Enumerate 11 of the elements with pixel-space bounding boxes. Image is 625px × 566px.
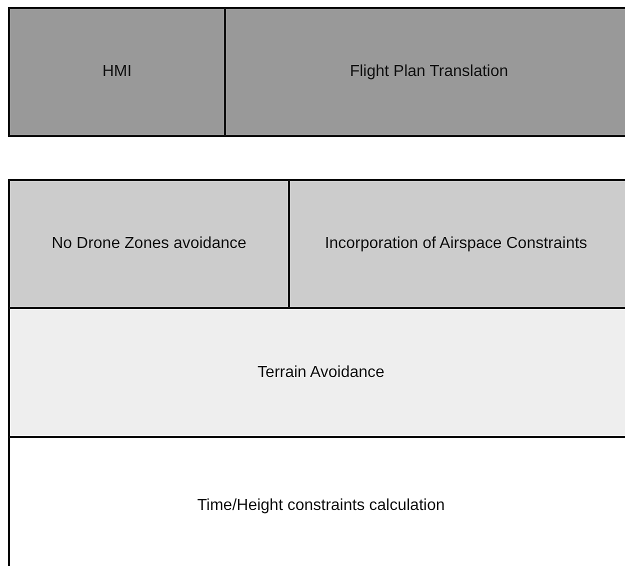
box-label: HMI xyxy=(102,63,132,81)
box-label: Incorporation of Airspace Constraints xyxy=(324,235,588,253)
process-box xyxy=(8,179,290,309)
process-box xyxy=(288,179,625,309)
process-box xyxy=(8,307,625,438)
box-label: Flight Plan Translation xyxy=(350,63,508,81)
box-label: Time/Height constraints calculation xyxy=(197,497,445,515)
box-label: No Drone Zones avoidance xyxy=(52,235,246,253)
process-box xyxy=(8,7,226,137)
box-label: Terrain Avoidance xyxy=(258,364,384,382)
process-box xyxy=(224,7,625,137)
